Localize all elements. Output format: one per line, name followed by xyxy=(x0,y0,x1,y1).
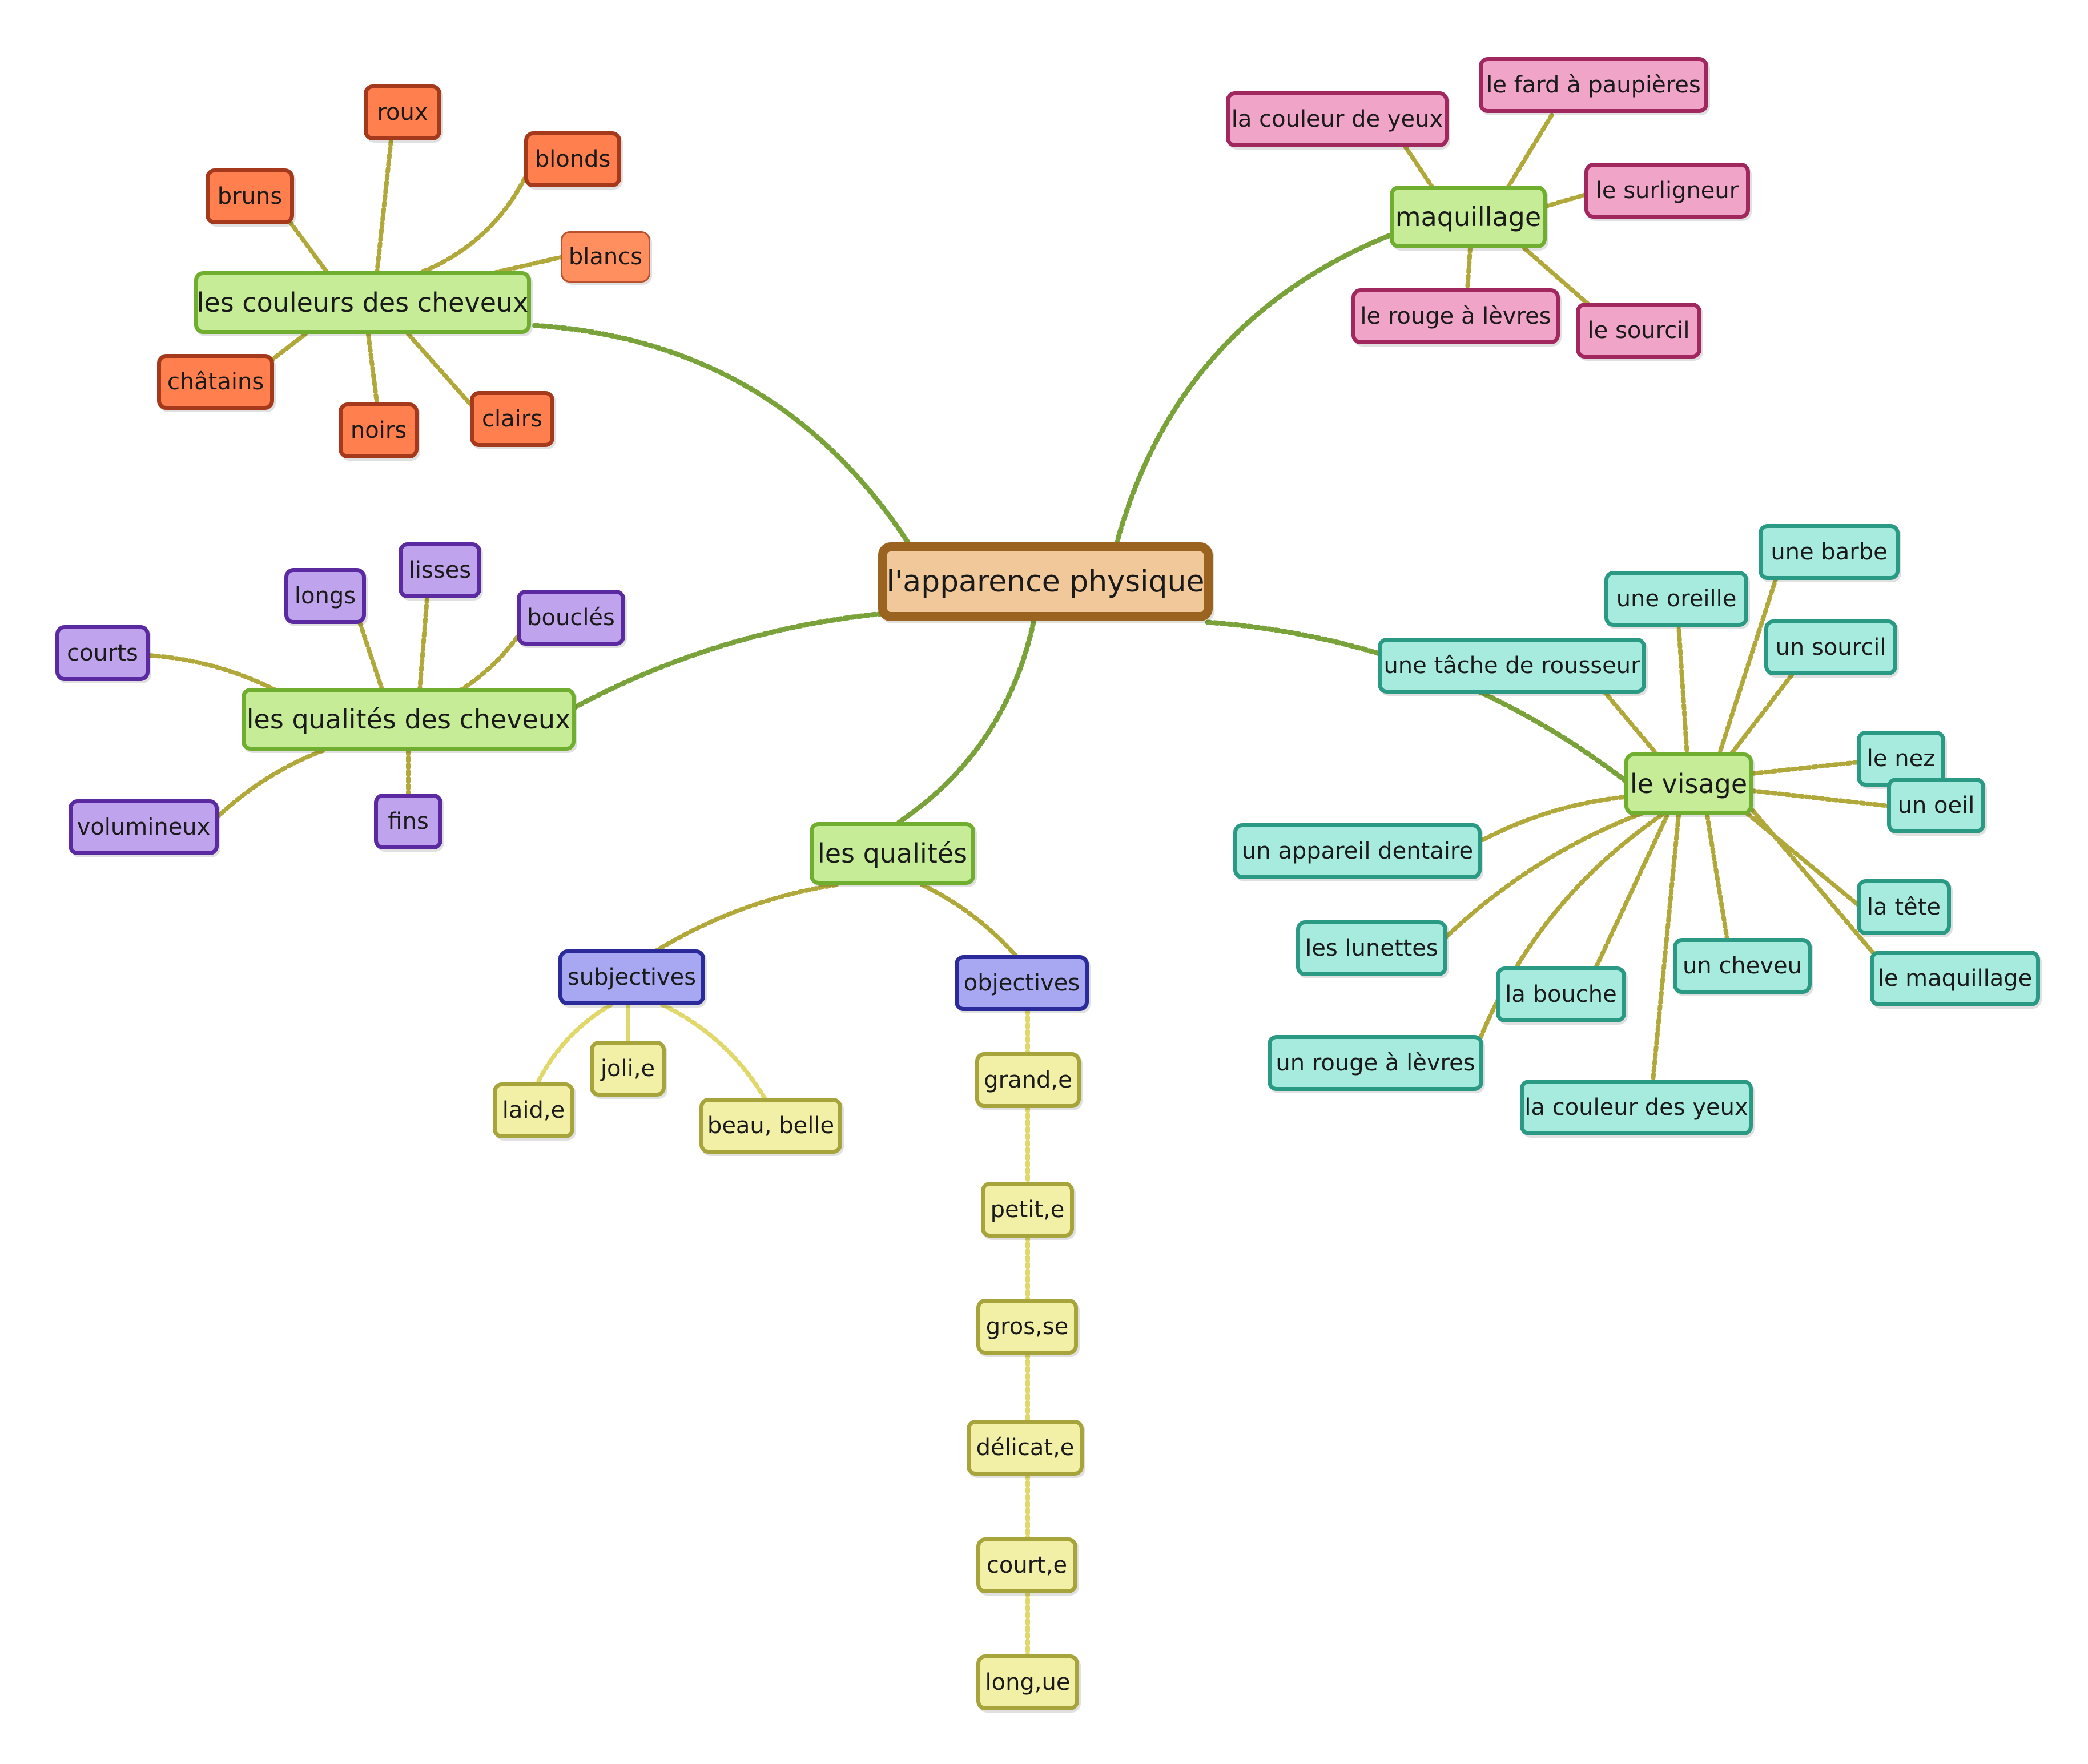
connector-line-28 xyxy=(1749,788,1892,808)
connector-line-30 xyxy=(1745,811,1862,909)
connector-line-19 xyxy=(1505,111,1555,191)
leaf-joli-e[interactable]: joli,e xyxy=(590,1041,666,1097)
connector-line-8 xyxy=(492,255,565,275)
connector-line-32 xyxy=(1705,813,1729,941)
leaf-court-e[interactable]: court,e xyxy=(976,1537,1077,1593)
connector-line-25 xyxy=(1725,671,1795,762)
leaf-la-tete[interactable]: la tête xyxy=(1857,879,1951,935)
connector-line-4 xyxy=(896,619,1036,825)
connector-line-10 xyxy=(366,332,379,405)
connector-line-7 xyxy=(415,169,530,276)
branch-les-couleurs-des-cheveux[interactable]: les couleurs des cheveux xyxy=(194,271,531,334)
leaf-longs[interactable]: longs xyxy=(284,568,366,624)
leaf-lisses[interactable]: lisses xyxy=(399,542,481,598)
leaf-grand-e[interactable]: grand,e xyxy=(975,1052,1081,1108)
leaf-un-cheveu[interactable]: un cheveu xyxy=(1673,938,1812,994)
leaf-le-maquillage[interactable]: le maquillage xyxy=(1870,951,2040,1006)
connector-line-41 xyxy=(660,1002,767,1101)
connector-line-13 xyxy=(417,596,429,693)
leaf-fins[interactable]: fins xyxy=(374,794,442,849)
connector-line-12 xyxy=(357,620,385,693)
connector-line-15 xyxy=(147,653,279,693)
leaf-le-sourcil[interactable]: le sourcil xyxy=(1576,303,1701,359)
connector-line-14 xyxy=(457,631,522,693)
connector-line-0 xyxy=(531,323,911,545)
leaf-une-barbe[interactable]: une barbe xyxy=(1759,524,1900,580)
leaf-un-oeil[interactable]: un oeil xyxy=(1887,778,1985,833)
leaf-laid-e[interactable]: laid,e xyxy=(493,1082,574,1138)
leaf-un-sourcil[interactable]: un sourcil xyxy=(1764,619,1897,675)
leaf-roux[interactable]: roux xyxy=(364,84,441,140)
leaf-volumineux[interactable]: volumineux xyxy=(69,799,219,855)
leaf-clairs[interactable]: clairs xyxy=(470,391,554,447)
leaf-un-appareil-dentaire[interactable]: un appareil dentaire xyxy=(1233,823,1482,879)
connector-line-31 xyxy=(1443,811,1644,940)
connector-line-5 xyxy=(375,138,393,276)
branch-les-qualites-des-cheveux[interactable]: les qualités des cheveux xyxy=(242,688,576,751)
leaf-long-ue[interactable]: long,ue xyxy=(976,1654,1079,1710)
connector-line-6 xyxy=(286,218,331,276)
connector-line-22 xyxy=(1522,246,1595,311)
connector-line-18 xyxy=(1402,143,1435,191)
leaf-beau-belle[interactable]: beau, belle xyxy=(699,1098,842,1154)
connector-line-11 xyxy=(406,332,476,410)
leaf-blonds[interactable]: blonds xyxy=(524,131,621,187)
connector-line-33 xyxy=(1594,813,1669,970)
leaf-une-tache-de-rousseur[interactable]: une tâche de rousseur xyxy=(1378,638,1646,694)
connector-line-1 xyxy=(1113,231,1396,548)
leaf-les-lunettes[interactable]: les lunettes xyxy=(1296,920,1447,976)
leaf-bruns[interactable]: bruns xyxy=(206,168,294,224)
connector-line-16 xyxy=(215,748,325,820)
leaf-le-rouge-a-levres[interactable]: le rouge à lèvres xyxy=(1351,288,1560,344)
connector-line-35 xyxy=(1477,813,1664,1044)
connector-line-26 xyxy=(1602,690,1661,759)
branch-les-qualites[interactable]: les qualités xyxy=(810,822,975,885)
leaf-noirs[interactable]: noirs xyxy=(339,402,419,458)
leaf-le-fard-a-paupieres[interactable]: le fard à paupières xyxy=(1479,57,1708,113)
leaf-le-surligneur[interactable]: le surligneur xyxy=(1584,163,1750,219)
leaf-chatains[interactable]: châtains xyxy=(157,354,274,410)
leaf-delicat-e[interactable]: délicat,e xyxy=(967,1420,1084,1476)
branch-maquillage[interactable]: maquillage xyxy=(1390,186,1547,248)
connector-line-23 xyxy=(1676,623,1689,759)
leaf-un-rouge-a-levres[interactable]: un rouge à lèvres xyxy=(1268,1035,1483,1091)
connector-line-34 xyxy=(1751,808,1881,961)
branch-le-visage[interactable]: le visage xyxy=(1624,752,1753,815)
leaf-petit-e[interactable]: petit,e xyxy=(981,1182,1074,1238)
connector-line-21 xyxy=(1465,246,1473,292)
connector-line-9 xyxy=(266,332,308,365)
root-node[interactable]: l'apparence physique xyxy=(878,542,1213,621)
connector-line-24 xyxy=(1716,577,1778,759)
leaf-courts[interactable]: courts xyxy=(55,625,150,681)
connector-line-37 xyxy=(654,883,839,953)
leaf-une-oreille[interactable]: une oreille xyxy=(1604,571,1748,627)
leaf-blancs[interactable]: blancs xyxy=(561,231,650,283)
connector-line-29 xyxy=(1477,794,1632,844)
connector-line-27 xyxy=(1749,760,1861,776)
branch-objectives[interactable]: objectives xyxy=(955,955,1089,1011)
leaf-la-couleur-de-yeux[interactable]: la couleur de yeux xyxy=(1226,91,1449,147)
leaf-la-couleur-des-yeux[interactable]: la couleur des yeux xyxy=(1520,1080,1753,1135)
leaf-gros-se[interactable]: gros,se xyxy=(976,1299,1078,1355)
connector-line-38 xyxy=(920,883,1019,958)
leaf-la-bouche[interactable]: la bouche xyxy=(1496,966,1626,1022)
connector-line-2 xyxy=(571,611,885,711)
leaf-boucles[interactable]: bouclés xyxy=(517,590,625,646)
connector-line-36 xyxy=(1651,813,1681,1083)
branch-subjectives[interactable]: subjectives xyxy=(558,949,705,1005)
connector-line-40 xyxy=(534,1002,613,1087)
connector-line-20 xyxy=(1542,192,1590,209)
